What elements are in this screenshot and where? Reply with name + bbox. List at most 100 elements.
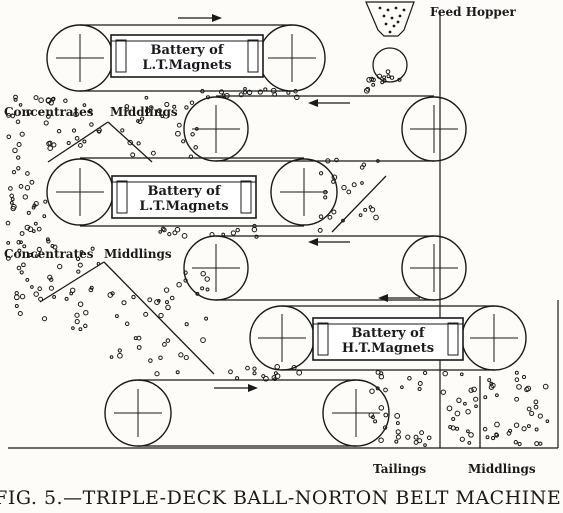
ore-particle bbox=[21, 262, 26, 268]
ore-particle bbox=[52, 294, 57, 299]
ore-particle bbox=[494, 421, 500, 428]
ore-particle bbox=[158, 355, 163, 361]
ore-particle bbox=[485, 435, 490, 440]
ore-particle bbox=[468, 387, 474, 393]
ore-particle bbox=[73, 111, 79, 118]
ore-particle bbox=[395, 434, 401, 440]
ore-particle bbox=[200, 337, 206, 343]
ore-particle bbox=[378, 405, 385, 411]
ore-particle bbox=[154, 371, 160, 377]
hopper-ore-dots bbox=[378, 6, 406, 34]
ore-particle bbox=[130, 152, 136, 158]
ore-particle bbox=[148, 105, 154, 111]
ore-particle bbox=[194, 127, 199, 131]
ore-particle bbox=[117, 348, 122, 353]
ore-particle bbox=[533, 399, 539, 405]
battery-1-line2: L.T.Magnets bbox=[142, 58, 231, 73]
ore-particle bbox=[133, 336, 138, 341]
ore-particle bbox=[200, 270, 206, 277]
ore-particle bbox=[127, 139, 133, 146]
battery-1-line1: Battery of bbox=[151, 43, 225, 58]
ore-particle bbox=[252, 223, 257, 229]
deck-2-lower-belt bbox=[183, 235, 467, 301]
ore-particle bbox=[482, 426, 488, 432]
ore-particle bbox=[175, 370, 180, 375]
ore-particle bbox=[382, 78, 387, 83]
ore-particle bbox=[456, 397, 462, 403]
ore-particle bbox=[165, 304, 171, 311]
ore-particle bbox=[19, 131, 25, 137]
ore-particle bbox=[16, 166, 21, 171]
ore-particle bbox=[245, 365, 250, 371]
ore-particle bbox=[139, 116, 145, 121]
ore-particle bbox=[169, 295, 175, 301]
ore-particle bbox=[29, 179, 35, 185]
ore-particle bbox=[26, 210, 31, 215]
ore-particle bbox=[147, 297, 153, 303]
ore-particle bbox=[25, 277, 30, 282]
ore-particle bbox=[446, 405, 453, 412]
ore-particle bbox=[83, 310, 89, 316]
ore-particle bbox=[516, 384, 522, 390]
ore-particle bbox=[513, 440, 518, 445]
ore-particle bbox=[22, 244, 27, 249]
ore-particle bbox=[16, 155, 21, 160]
battery-3-line1: Battery of bbox=[352, 326, 426, 341]
ore-particle bbox=[42, 214, 47, 219]
ore-particle bbox=[273, 371, 278, 376]
ore-particle bbox=[263, 375, 269, 382]
ore-particle bbox=[252, 366, 257, 371]
ore-particle bbox=[369, 76, 375, 82]
ore-particle bbox=[11, 203, 17, 210]
ore-particle bbox=[10, 113, 16, 119]
ore-particle bbox=[14, 304, 19, 308]
ore-particle bbox=[366, 76, 373, 83]
ore-particle bbox=[465, 408, 471, 415]
ore-particle bbox=[448, 424, 453, 430]
ore-particle bbox=[195, 291, 200, 296]
ore-particle bbox=[74, 135, 80, 141]
label-middlings-3: Middlings bbox=[468, 462, 536, 476]
label-concentrates-2: Concentrates bbox=[4, 247, 94, 261]
ore-particle bbox=[90, 246, 95, 251]
ore-particle bbox=[375, 369, 381, 375]
ore-particle bbox=[513, 422, 520, 428]
ore-particle bbox=[373, 214, 379, 221]
ore-particle-streams bbox=[5, 69, 550, 447]
ore-particle bbox=[545, 419, 550, 424]
ore-particle bbox=[394, 413, 401, 419]
ore-particle bbox=[442, 370, 448, 377]
ore-particle bbox=[38, 97, 44, 103]
ore-particle bbox=[162, 342, 167, 347]
ore-particle bbox=[525, 385, 532, 392]
ore-particle bbox=[346, 189, 352, 195]
ore-particle bbox=[63, 98, 68, 103]
ore-particle bbox=[382, 75, 387, 80]
ore-particle bbox=[360, 181, 364, 185]
ore-particle bbox=[82, 139, 87, 144]
ore-particle bbox=[189, 100, 195, 105]
ore-particle bbox=[378, 437, 384, 443]
ore-particle bbox=[514, 377, 520, 383]
ore-particle bbox=[422, 370, 428, 376]
ore-particle bbox=[331, 179, 336, 184]
battery-1: Battery of L.T.Magnets bbox=[110, 34, 264, 78]
ore-particle bbox=[318, 171, 324, 176]
ore-particle bbox=[150, 150, 156, 156]
ore-particle bbox=[167, 231, 172, 237]
ore-particle bbox=[46, 239, 51, 244]
battery-3: Battery of H.T.Magnets bbox=[312, 317, 464, 361]
battery-3-line2: H.T.Magnets bbox=[342, 341, 434, 356]
ore-particle bbox=[270, 87, 277, 94]
feed-roller bbox=[372, 47, 408, 83]
ore-particle bbox=[325, 158, 331, 164]
ore-particle bbox=[124, 107, 129, 112]
ore-particle bbox=[395, 421, 400, 426]
ore-particle bbox=[178, 352, 184, 358]
ore-particle bbox=[45, 97, 52, 103]
ore-particle bbox=[17, 248, 22, 253]
ore-particle bbox=[16, 265, 22, 271]
ore-particle bbox=[209, 231, 215, 238]
ore-particle bbox=[243, 87, 247, 91]
